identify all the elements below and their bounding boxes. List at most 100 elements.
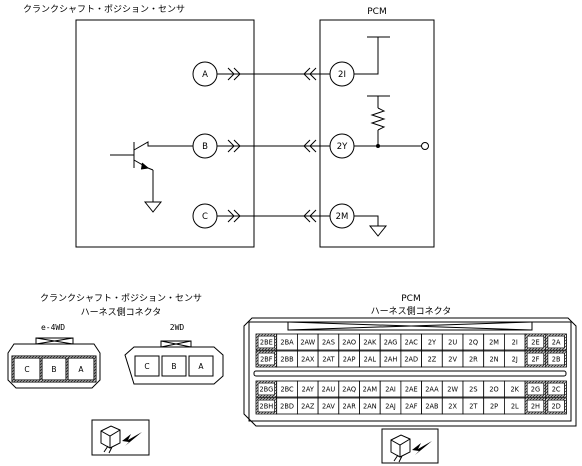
junction-dot <box>376 144 380 148</box>
2wd-pin-A: A <box>198 362 204 371</box>
pcm-pin-label: 2AW <box>300 339 315 347</box>
pcm-pin-label: 2R <box>469 356 478 364</box>
pcm-pin-label: 2AZ <box>301 403 315 411</box>
2wd-label: 2WD <box>170 323 185 332</box>
e4wd-pin-C: C <box>24 365 29 374</box>
svg-text:B: B <box>202 142 208 152</box>
pcm-pin-label: 2AJ <box>385 403 396 411</box>
e4wd-pin-B: B <box>51 365 56 374</box>
pcm-pin-2I: 2I <box>329 61 355 87</box>
pcm-pin-label: 2BD <box>280 403 294 411</box>
pcm-pin-cell <box>257 335 276 349</box>
2wd-pin-C: C <box>144 362 149 371</box>
2wd-connector <box>124 340 224 385</box>
pcm-pin-cell <box>526 382 545 396</box>
pcm-pin-label: 2AG <box>384 339 398 347</box>
pcm-pin-label: 2L <box>511 403 519 411</box>
pcm-pin-label: 2AO <box>342 339 356 347</box>
pcm-pin-label: 2AM <box>363 386 378 394</box>
pcm-pin-2M: 2M <box>329 203 355 229</box>
pcm-internal-circuit <box>354 36 429 237</box>
pcm-pin-label: 2C <box>552 386 561 394</box>
pcm-pin-label: 2BE <box>260 339 273 347</box>
pcm-pin-label: 2BG <box>259 386 273 394</box>
svg-text:2I: 2I <box>338 70 346 80</box>
2wd-pin-B: B <box>171 362 176 371</box>
pcm-pin-label: 2AP <box>343 356 356 364</box>
pcm-pin-cell <box>547 382 565 396</box>
pcm-pin-cell <box>526 335 545 349</box>
pcm-pin-cell <box>547 335 565 349</box>
pcm-pin-label: 2F <box>531 356 539 364</box>
pcm-pin-label: 2BB <box>280 356 294 364</box>
pcm-pin-cell <box>547 352 565 366</box>
pcm-pin-label: 2BA <box>280 339 294 347</box>
pcm-pin-label: 2U <box>448 339 457 347</box>
pcm-pin-label: 2A <box>552 339 561 347</box>
pcm-pin-label: 2E <box>531 339 539 347</box>
pcm-title: PCM <box>367 7 386 17</box>
pcm-pin-label: 2BC <box>280 386 294 394</box>
pcm-pin-cell <box>547 399 565 413</box>
pcm-pin-label: 2AU <box>322 386 336 394</box>
pcm-pin-label: 2AK <box>363 339 377 347</box>
pcm-pin-label: 2AD <box>404 356 418 364</box>
sensor-pin-C: C <box>192 203 218 229</box>
e4wd-pin-A: A <box>78 365 84 374</box>
e4wd-label: e-4WD <box>41 323 65 332</box>
pcm-pin-cell <box>257 399 276 413</box>
pcm-pin-label: 2AE <box>405 386 418 394</box>
pcm-pin-label: 2BH <box>260 403 274 411</box>
pcm-connector-title-1: PCM <box>401 294 420 304</box>
pcm-pin-label: 2V <box>448 356 457 364</box>
pcm-pin-label: 2AQ <box>342 386 356 394</box>
pcm-connector-view-icon <box>381 428 439 464</box>
pcm-pin-label: 2X <box>448 403 457 411</box>
pcm-pin-label: 2Q <box>469 339 478 347</box>
pcm-pin-label: 2K <box>510 386 519 394</box>
pcm-pin-label: 2AR <box>343 403 357 411</box>
pcm-pin-label: 2J <box>512 356 518 364</box>
sensor-connector-view-icon <box>91 419 150 456</box>
svg-text:2M: 2M <box>336 212 349 222</box>
sensor-connector-title-2: ハーネス側コネクタ <box>81 306 162 318</box>
pcm-pin-label: 2AB <box>425 403 439 411</box>
pcm-pin-label: 2AI <box>385 386 396 394</box>
pcm-pin-label: 2W <box>447 386 458 394</box>
pcm-pin-cell <box>526 399 545 413</box>
pcm-pin-label: 2AS <box>322 339 335 347</box>
svg-text:2Y: 2Y <box>337 142 348 152</box>
pcm-pin-label: 2AV <box>322 403 335 411</box>
pcm-pin-cell <box>526 352 545 366</box>
pcm-pin-cell <box>257 382 276 396</box>
pcm-pin-label: 2G <box>531 386 540 394</box>
pcm-pin-label: 2AT <box>322 356 335 364</box>
pcm-pin-label: 2I <box>512 339 518 347</box>
pcm-pin-label: 2O <box>489 386 498 394</box>
e4wd-connector <box>7 337 101 389</box>
pcm-box <box>319 19 435 248</box>
pcm-pin-2Y: 2Y <box>329 133 355 159</box>
sensor-pin-A: A <box>192 61 218 87</box>
sensor-title: クランクシャフト・ポジション・センサ <box>23 4 185 15</box>
pcm-pin-label: 2AF <box>405 403 418 411</box>
sensor-connector-title-1: クランクシャフト・ポジション・センサ <box>40 293 202 304</box>
pcm-pin-label: 2BF <box>260 356 273 364</box>
pcm-pin-label: 2T <box>469 403 478 411</box>
pcm-pin-label: 2Y <box>428 339 437 347</box>
pcm-pin-label: 2B <box>552 356 561 364</box>
pcm-pin-label: 2AY <box>302 386 315 394</box>
pcm-pin-label: 2P <box>490 403 498 411</box>
pcm-pin-label: 2S <box>469 386 477 394</box>
pcm-pin-label: 2H <box>531 403 540 411</box>
pcm-connector-title-2: ハーネス側コネクタ <box>371 305 452 317</box>
pcm-pin-label: 2M <box>489 339 499 347</box>
pcm-pin-label: 2AH <box>384 356 398 364</box>
pcm-pin-label: 2D <box>552 403 561 411</box>
pcm-pin-label: 2AX <box>301 356 315 364</box>
pcm-pin-label: 2AC <box>405 339 419 347</box>
pcm-pin-label: 2AN <box>363 403 377 411</box>
pcm-pin-cell <box>257 352 276 366</box>
pcm-pin-label: 2N <box>489 356 498 364</box>
